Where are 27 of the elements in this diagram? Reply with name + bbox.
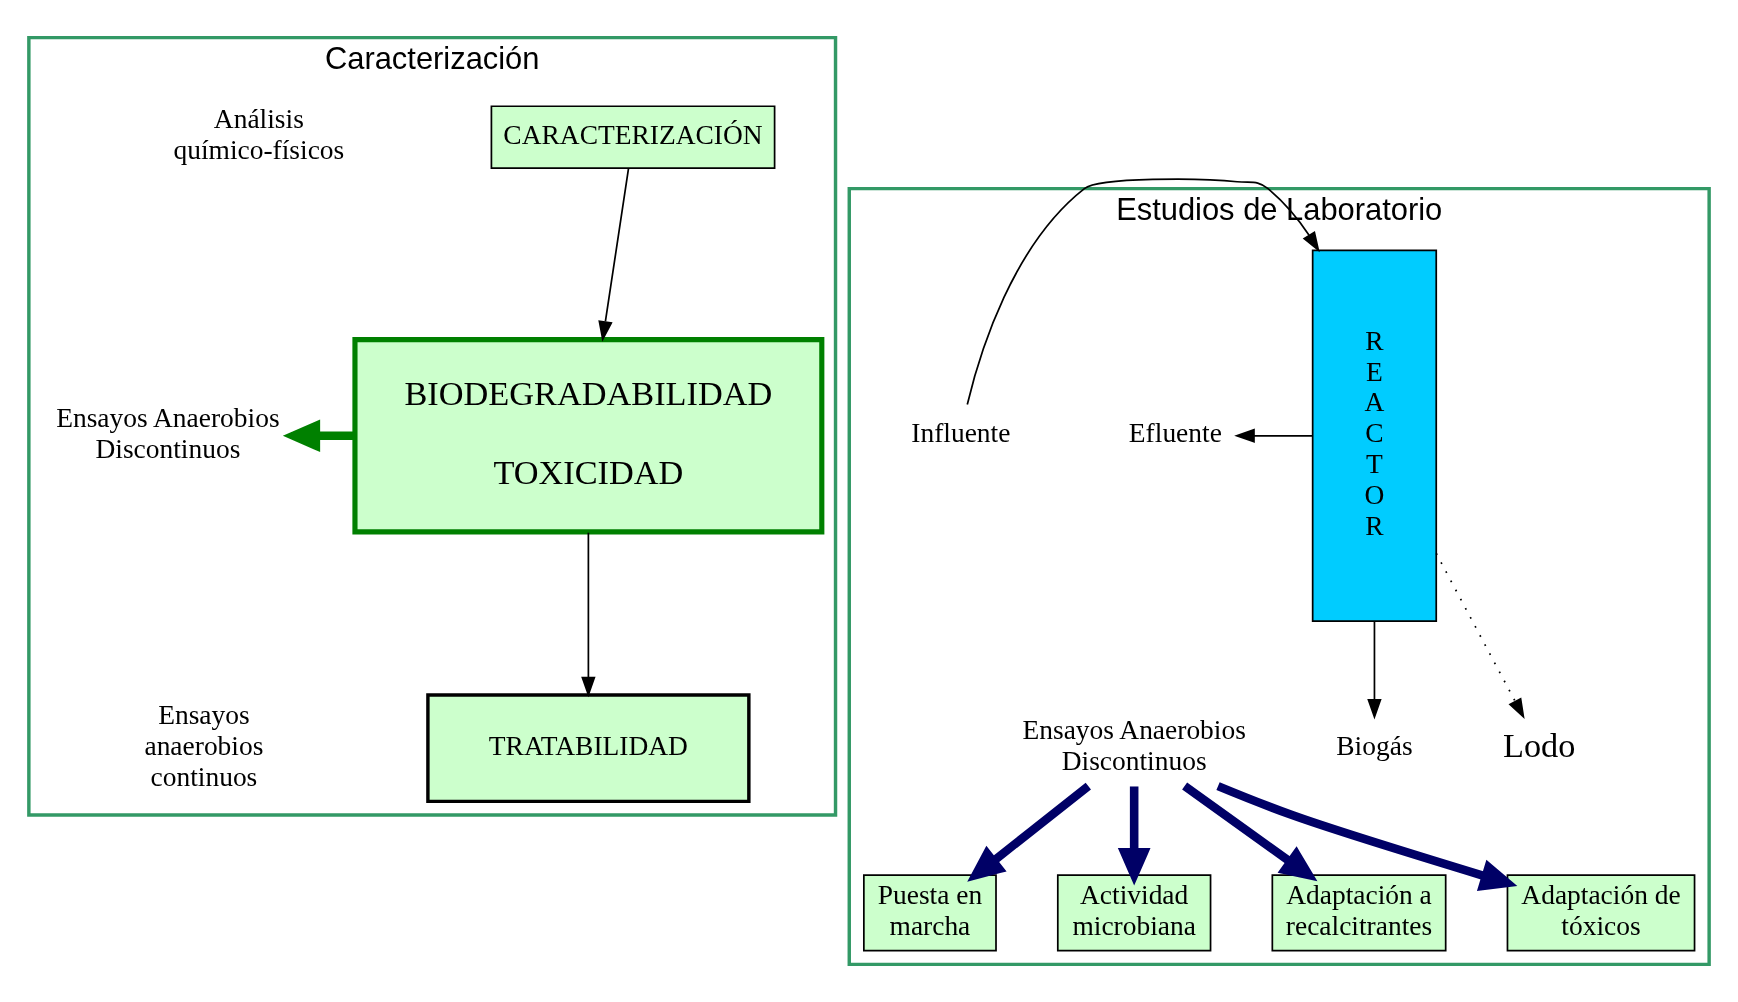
arrow bbox=[1435, 552, 1525, 720]
node-box: Adaptación a recalcitrantes bbox=[1271, 874, 1447, 952]
arrow bbox=[1367, 620, 1382, 720]
label: Análisis químico-físicos bbox=[173, 104, 345, 166]
node-text: Ensayos Anaerobios Discontinuos bbox=[1022, 715, 1246, 777]
node-text: Influente bbox=[911, 418, 1011, 449]
node-box: Puesta en marcha bbox=[863, 874, 997, 952]
node-box: R E A C T O R bbox=[1311, 249, 1438, 622]
label: Ensayos anaerobios continuos bbox=[144, 699, 264, 792]
node-box: CARACTERIZACIÓN bbox=[490, 105, 776, 169]
arrow bbox=[1182, 782, 1318, 882]
node-box: TRATABILIDAD bbox=[426, 693, 751, 804]
arrow bbox=[1117, 786, 1151, 886]
arrow bbox=[1216, 782, 1518, 891]
arrow bbox=[282, 419, 355, 453]
arrow bbox=[581, 531, 596, 698]
node-text: Ensayos Anaerobios Discontinuos bbox=[56, 402, 280, 464]
node-box: Adaptación de tóxicos bbox=[1506, 874, 1696, 952]
node-text: Biogás bbox=[1336, 730, 1413, 761]
node-text: Lodo bbox=[1503, 725, 1576, 764]
arrow bbox=[598, 167, 630, 342]
arrow bbox=[1234, 428, 1314, 443]
arrow bbox=[966, 178, 1320, 406]
node-text: Efluente bbox=[1128, 418, 1222, 449]
node-box: BIODEGRADABILIDAD TOXICIDAD bbox=[352, 337, 825, 535]
arrow bbox=[967, 782, 1091, 882]
node-box: Actividad microbiana bbox=[1056, 874, 1212, 952]
